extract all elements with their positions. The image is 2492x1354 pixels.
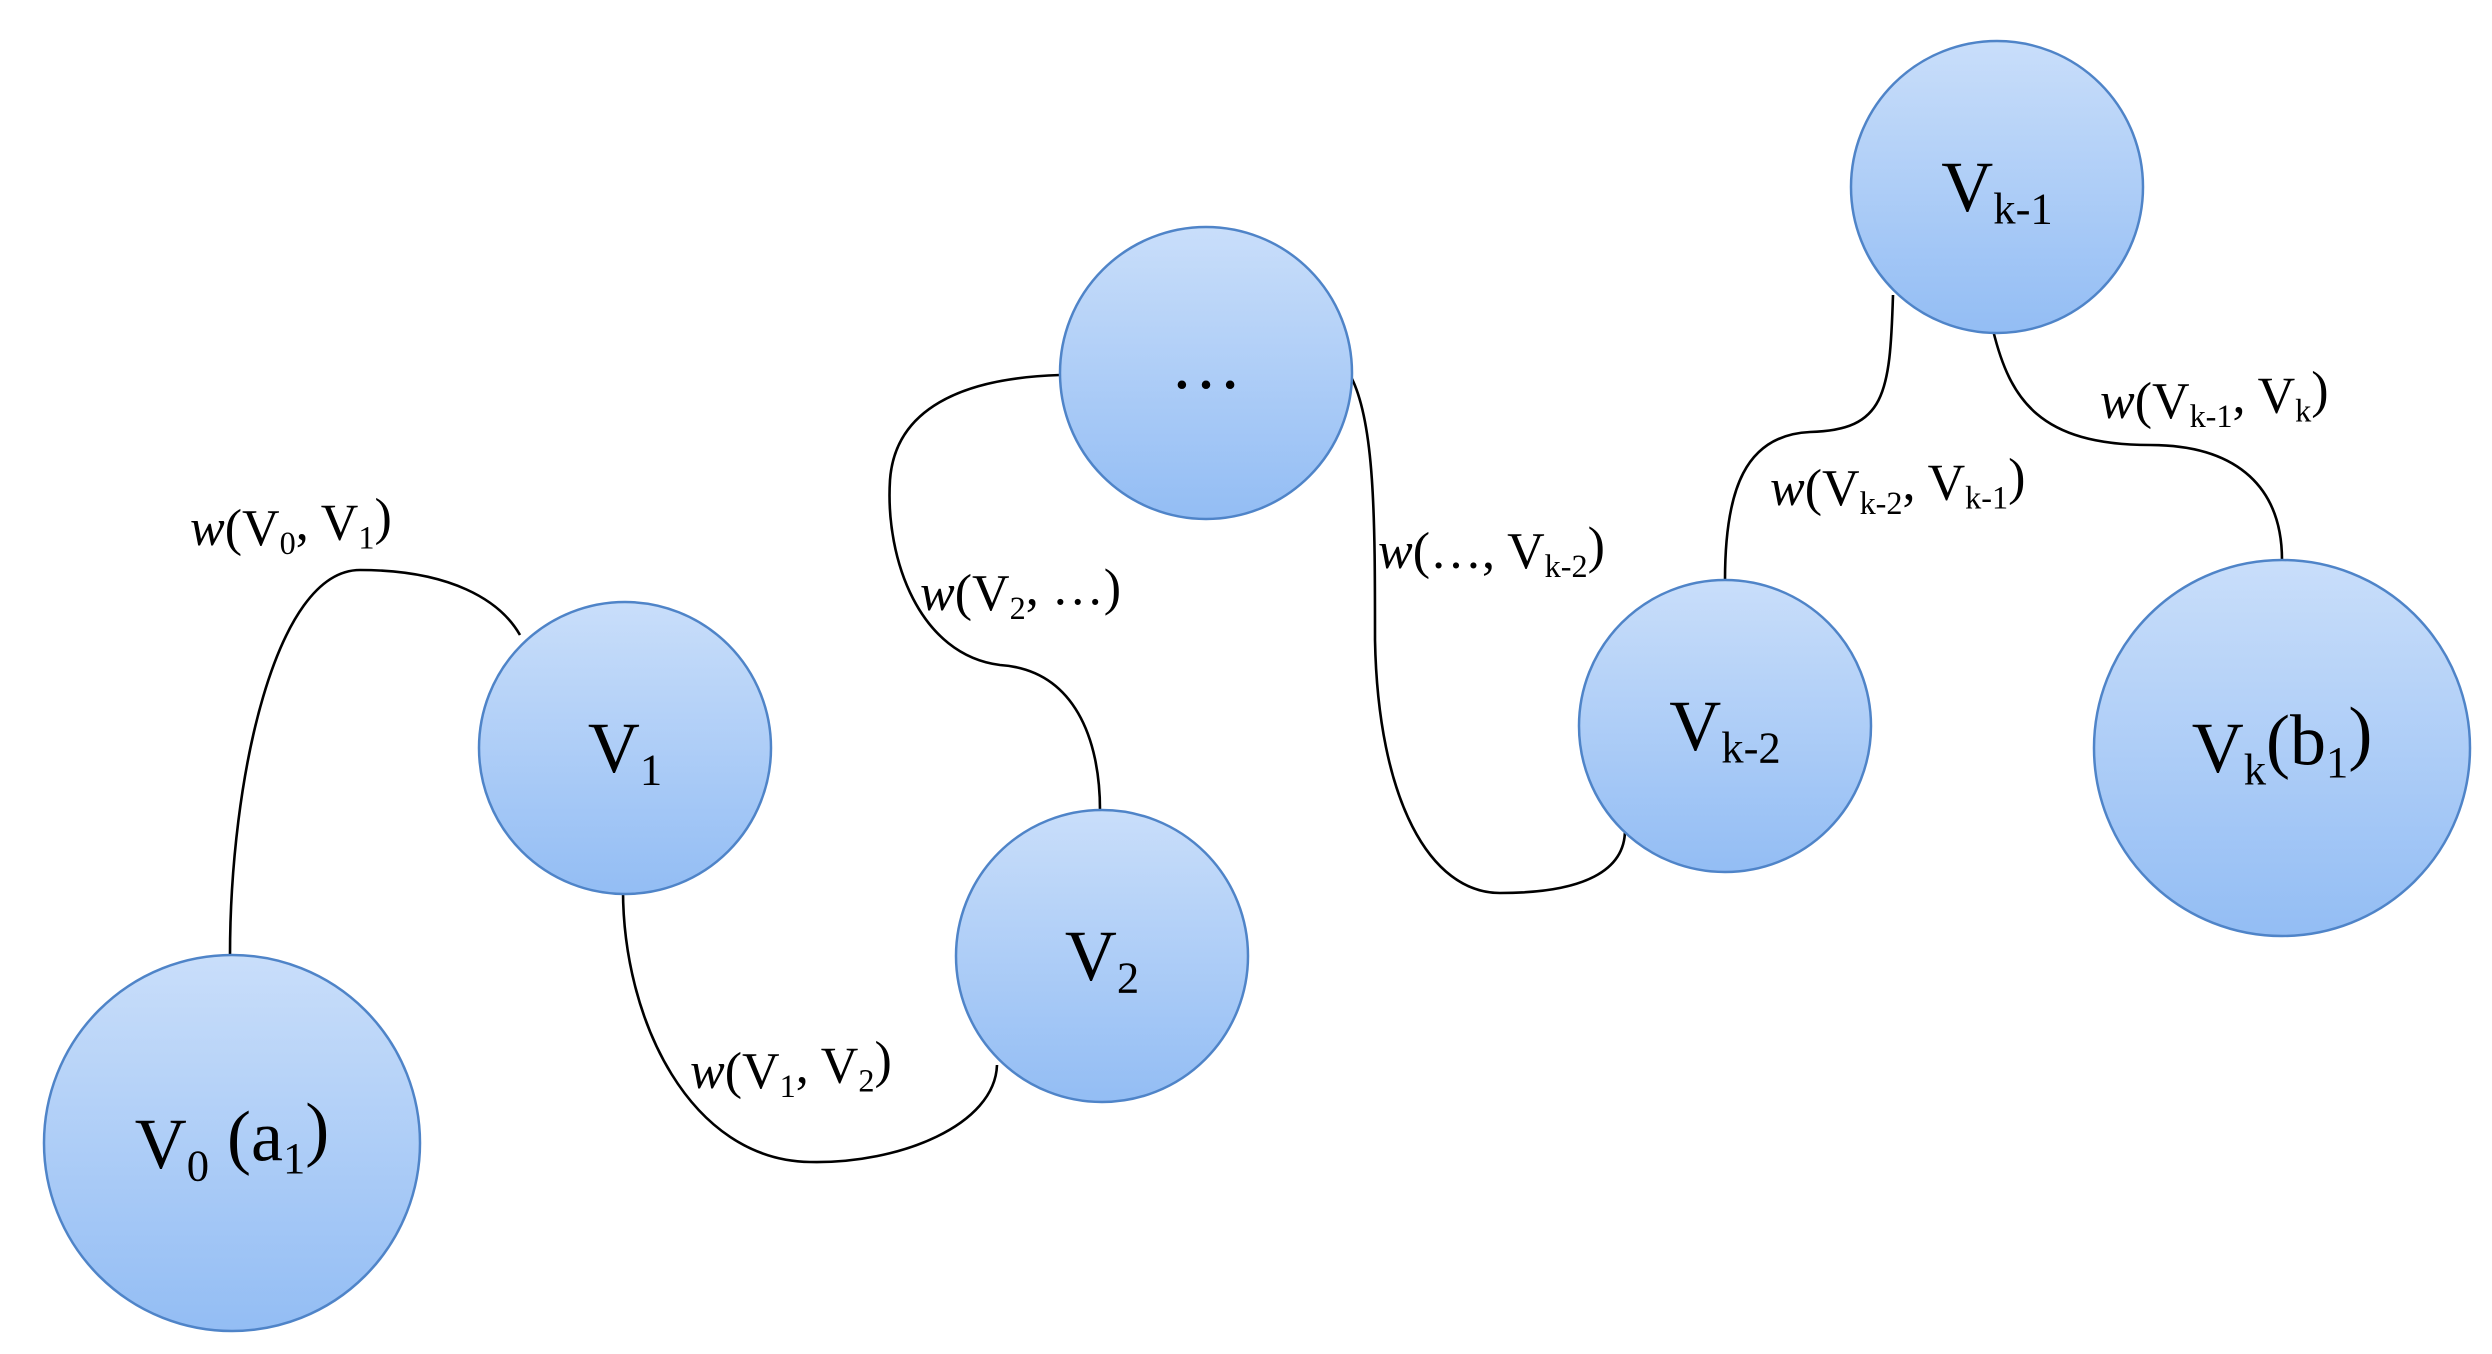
edge-vk1-vk — [1991, 329, 2284, 561]
edge-vk2-vk1 — [1723, 294, 1895, 581]
node-v2-circle[interactable] — [954, 808, 1250, 1104]
node-label-vk1: Vk-1​ — [1941, 147, 2053, 233]
node-labels: V0​ (a1​) V1​ V2​ … Vk-2​ Vk-1​ Vk​(b1​) — [135, 147, 2373, 1190]
node-dots-circle[interactable] — [1058, 225, 1354, 521]
edge-v2-dots — [888, 373, 1102, 811]
node-v0-circle[interactable] — [42, 953, 422, 1333]
edge-labels: w(V0​, V1​) w(V1​, V2​) w(V2​, …) w(…, V… — [190, 362, 2329, 1104]
node-vk1-circle[interactable] — [1849, 39, 2145, 335]
node-vk2-circle[interactable] — [1577, 578, 1873, 874]
edge-label-v0-v1: w(V0​, V1​) — [190, 489, 392, 561]
node-label-v1: V1​ — [588, 708, 662, 794]
edge-v1-v2 — [621, 889, 999, 1164]
edge-label-vk2-vk1: w(Vk-2​, Vk-1​) — [1770, 449, 2025, 521]
nodes — [42, 39, 2472, 1333]
node-label-vk: Vk​(b1​) — [2192, 693, 2373, 795]
edge-dots-vk2 — [1348, 374, 1627, 895]
node-label-vk2: Vk-2​ — [1669, 686, 1781, 772]
edge-label-dots-vk2: w(…, Vk-2​) — [1378, 517, 1605, 584]
node-label-dots: … — [1170, 324, 1242, 404]
node-label-v0: V0​ (a1​) — [135, 1089, 330, 1191]
edge-label-v1-v2: w(V1​, V2​) — [690, 1032, 892, 1104]
edge-label-v2-dots: w(V2​, …) — [920, 559, 1121, 626]
node-label-v2: V2​ — [1065, 916, 1139, 1002]
edge-label-vk1-vk: w(Vk-1​, Vk​) — [2100, 362, 2329, 434]
edges — [228, 294, 2284, 1164]
node-vk-circle[interactable] — [2092, 558, 2472, 938]
edge-v0-v1 — [228, 568, 522, 956]
node-v1-circle[interactable] — [477, 600, 773, 896]
